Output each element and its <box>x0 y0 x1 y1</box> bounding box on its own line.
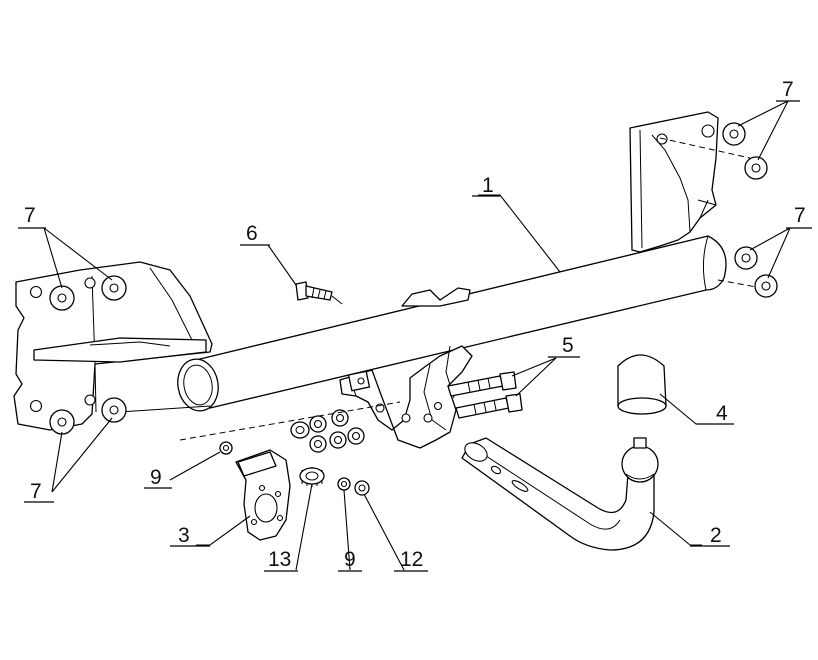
label-part-9-left: 9 <box>150 466 162 489</box>
label-part-5: 5 <box>562 334 574 357</box>
socket-plate <box>235 449 291 541</box>
washers-7 <box>49 122 778 435</box>
label-part-7-bottom-left: 7 <box>30 480 42 503</box>
central-mount-bracket <box>339 345 473 449</box>
label-part-1: 1 <box>482 174 494 197</box>
label-part-4: 4 <box>716 402 728 425</box>
right-mounting-bracket <box>629 111 719 253</box>
leader-lines <box>43 100 791 571</box>
label-part-6: 6 <box>246 222 258 245</box>
part-labels: 1 2 3 4 5 6 7 7 7 7 9 13 9 12 <box>18 78 812 572</box>
nuts-washers-grid <box>290 409 365 453</box>
label-part-7-mid-right: 7 <box>794 204 806 227</box>
label-part-3: 3 <box>178 524 190 547</box>
label-part-7-top-left: 7 <box>24 204 36 227</box>
label-part-7-top-right: 7 <box>782 78 794 101</box>
label-part-2: 2 <box>710 524 722 547</box>
ball-cover-cap <box>617 354 667 415</box>
ball-neck <box>461 437 659 551</box>
cross-tube <box>119 235 727 413</box>
washer-and-nut <box>219 441 370 496</box>
alignment-lines <box>179 137 763 441</box>
label-part-13: 13 <box>268 548 291 571</box>
tube-saddle <box>401 287 471 307</box>
label-part-9-bottom: 9 <box>344 548 356 571</box>
bolt-pair <box>447 371 523 419</box>
label-part-12: 12 <box>400 548 423 571</box>
bolt-6 <box>295 281 343 305</box>
